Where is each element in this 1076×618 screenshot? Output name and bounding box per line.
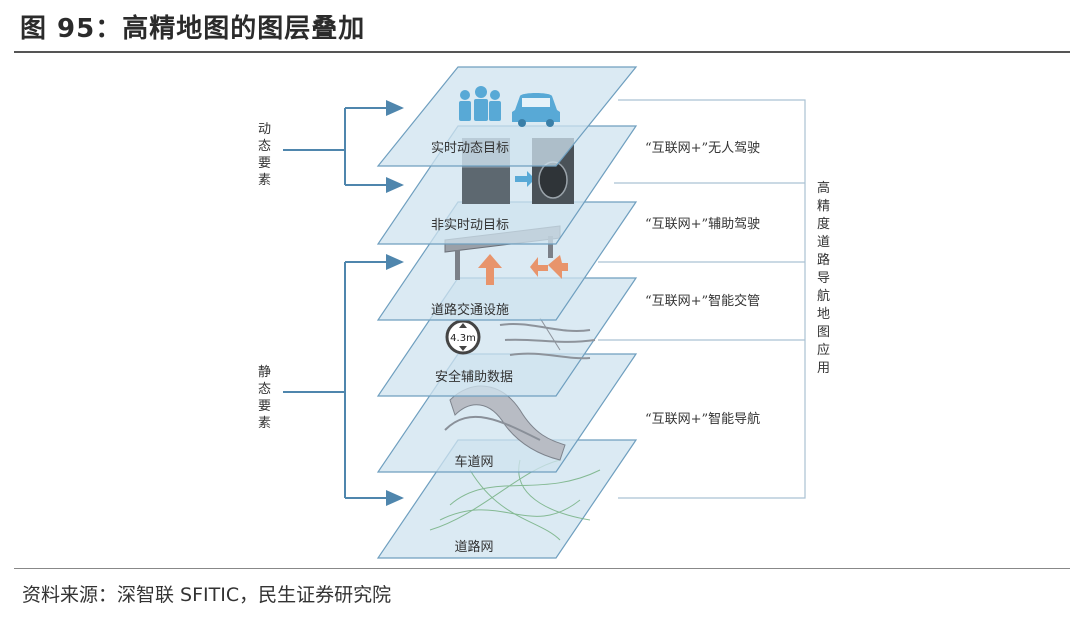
dynamic-bracket	[283, 100, 404, 193]
dynamic-label-char: 素	[258, 173, 271, 188]
layer-label-traffic-facilities: 道路交通设施	[431, 302, 509, 318]
height-limit-value: 4.3m	[450, 333, 476, 344]
layer-label-lane-network: 车道网	[454, 454, 493, 470]
static-label-char: 素	[258, 416, 271, 431]
car-icon	[512, 93, 560, 127]
dynamic-elements-label: 动 态 要 素	[258, 122, 275, 188]
static-label-char: 态	[258, 382, 271, 397]
figure-title: 图 95：高精地图的图层叠加	[20, 14, 366, 44]
arrow-right-icon	[515, 171, 535, 187]
height-limit-sign-icon: 4.3m	[445, 319, 481, 355]
static-label-char: 要	[258, 399, 271, 414]
app-label-assisted: “互联网+”辅助驾驶	[645, 217, 760, 232]
dynamic-label-char: 动	[258, 122, 271, 137]
title-divider	[14, 51, 1070, 53]
source-divider	[14, 568, 1070, 569]
app-label-traffic-mgmt: “互联网+”智能交管	[645, 293, 760, 309]
dynamic-label-char: 要	[258, 156, 271, 171]
people-icon	[459, 86, 501, 121]
layer-label-safety-data: 安全辅助数据	[435, 369, 513, 385]
static-elements-label: 静 态 要 素	[258, 365, 275, 431]
app-label-autonomous: “互联网+”无人驾驶	[645, 141, 760, 156]
source-note: 资料来源：深智联 SFITIC，民生证券研究院	[22, 584, 392, 606]
layer-realtime-targets: 实时动态目标	[376, 66, 638, 167]
static-label-char: 静	[258, 365, 271, 380]
lane-lines	[499, 317, 596, 360]
dynamic-label-char: 态	[258, 139, 271, 154]
right-connectors	[598, 99, 806, 499]
right-application-label: 高 精 度 道 路 导 航 地 图 应 用	[817, 180, 834, 376]
layer-label-road-network: 道路网	[454, 539, 493, 555]
turn-arrow-icon	[478, 254, 568, 285]
app-label-navigation: “互联网+”智能导航	[645, 411, 760, 427]
static-bracket	[283, 254, 404, 506]
layer-label-non-realtime: 非实时动目标	[431, 218, 509, 233]
layer-label-realtime: 实时动态目标	[431, 141, 509, 156]
